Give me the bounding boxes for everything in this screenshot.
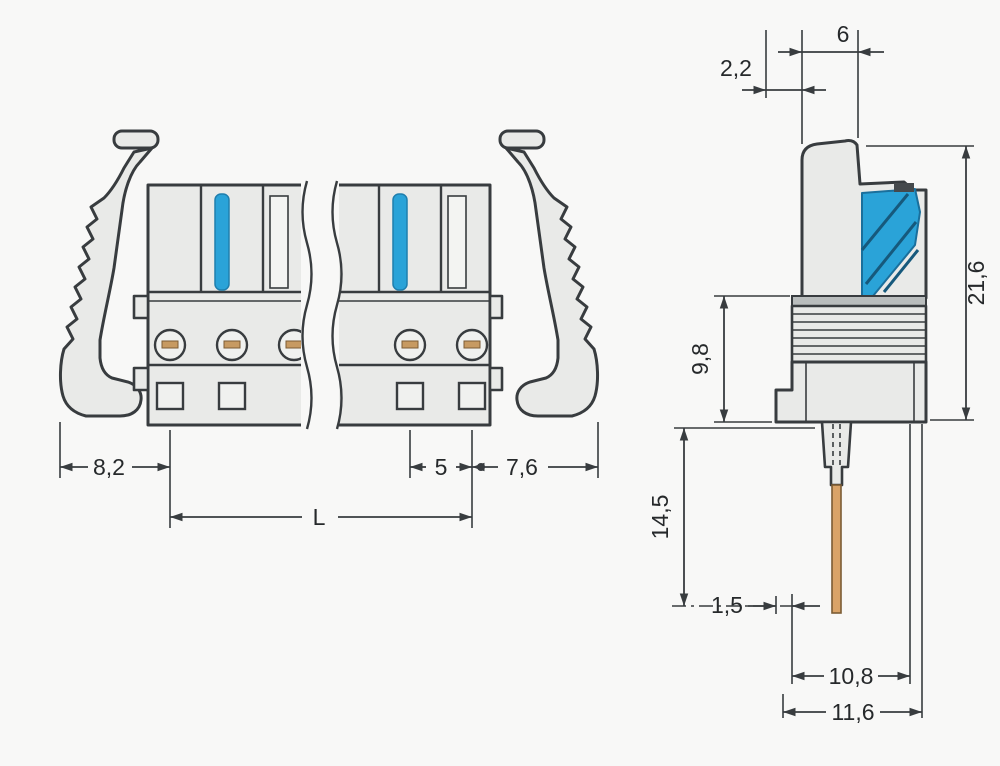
dimension-1-5: 1,5 <box>711 592 820 618</box>
wedge-notch <box>894 183 914 192</box>
dim-14-5-label: 14,5 <box>647 495 673 540</box>
dimension-11-6: 11,6 <box>783 699 922 725</box>
pin-socket <box>820 420 853 487</box>
break-lines <box>301 179 343 430</box>
contact-slots-top <box>269 195 467 289</box>
front-view-dimensions: 8,2 5 7,6 L <box>59 422 599 530</box>
pole-openings-square <box>155 381 487 411</box>
dim-6-label: 6 <box>837 21 850 47</box>
dim-11-6-label: 11,6 <box>831 699 874 725</box>
dim-1-5-label: 1,5 <box>711 592 743 618</box>
clamp-wedge <box>860 183 921 297</box>
shoulder-band <box>791 295 927 307</box>
dimension-L: L <box>170 504 472 530</box>
mounting-tabs <box>132 294 504 392</box>
front-view: 8,2 5 7,6 L <box>58 129 600 530</box>
dim-8-2-label: 8,2 <box>93 454 125 480</box>
spring-clamps <box>214 193 408 291</box>
dim-10-8-label: 10,8 <box>829 663 874 689</box>
dimension-10-8: 10,8 <box>792 663 910 689</box>
dimension-21-6: 21,6 <box>961 146 989 420</box>
mounting-flange <box>774 360 928 424</box>
side-view-dimensions: 2,2 6 21,6 9,8 14,5 <box>647 21 989 725</box>
dimension-6: 6 <box>778 21 884 57</box>
spring-clamp-blue <box>392 193 408 291</box>
dimension-14-5: 14,5 <box>647 428 689 606</box>
side-view: 2,2 6 21,6 9,8 14,5 <box>647 21 989 725</box>
dim-7-6-label: 7,6 <box>506 454 538 480</box>
spring-clamp-blue <box>214 193 230 291</box>
latch-right <box>498 129 600 418</box>
pole-openings-round <box>153 328 489 362</box>
dim-9-8-label: 9,8 <box>687 343 713 375</box>
dim-21-6-label: 21,6 <box>963 261 989 306</box>
dim-5-label: 5 <box>435 454 448 480</box>
dimension-8-2: 8,2 <box>60 454 170 480</box>
dimension-2-2: 2,2 <box>720 55 826 95</box>
dimension-9-8: 9,8 <box>687 296 729 422</box>
solder-pin <box>831 484 842 614</box>
dimension-7-6: 7,6 <box>472 454 598 480</box>
dim-L-label: L <box>313 504 326 530</box>
dim-2-2-label: 2,2 <box>720 55 752 81</box>
ribbed-section <box>790 304 928 364</box>
